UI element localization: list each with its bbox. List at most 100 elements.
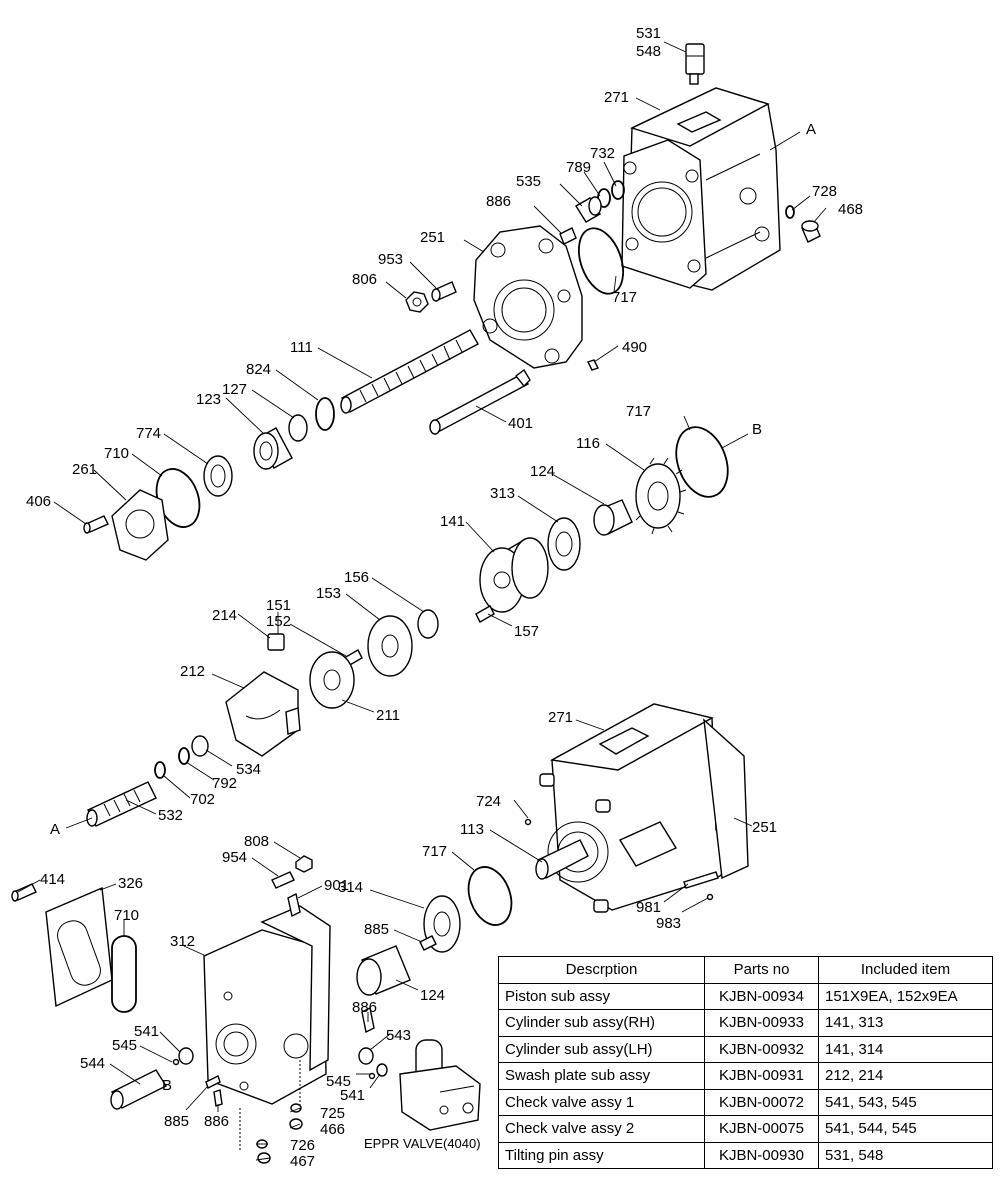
label-983: 983 — [656, 915, 681, 932]
table-header-row: Descrption Parts no Included item — [498, 956, 993, 984]
cell-description: Check valve assy 1 — [498, 1088, 705, 1116]
bearing-123 — [253, 427, 293, 470]
label-251: 251 — [420, 229, 445, 246]
table-row: Piston sub assy KJBN-00934 151X9EA, 152x… — [498, 982, 993, 1010]
parts-table: Descrption Parts no Included item Piston… — [498, 956, 993, 1169]
label-212: 212 — [180, 663, 205, 680]
label-211: 211 — [376, 707, 400, 724]
housing-271-lower — [539, 703, 749, 913]
label-954: 954 — [222, 849, 247, 866]
spring-156 — [417, 609, 439, 639]
column-header-included-item: Included item — [818, 956, 993, 984]
cell-description: Piston sub assy — [498, 982, 705, 1010]
label-543: 543 — [386, 1027, 411, 1044]
retainer-plate-153 — [367, 615, 413, 677]
column-header-parts-no: Parts no — [704, 956, 819, 984]
label-717: 717 — [626, 403, 651, 420]
label-732: 732 — [590, 145, 615, 162]
column-header-description: Descrption — [498, 956, 705, 984]
label-157: 157 — [514, 623, 539, 640]
nut-808 — [295, 855, 313, 873]
oring-710-lower — [111, 935, 137, 1013]
screw-414 — [11, 883, 37, 902]
label-886: 886 — [352, 999, 377, 1016]
plug-541 — [178, 1047, 194, 1065]
oring-732 — [611, 180, 625, 200]
label-548: 548 — [636, 43, 661, 60]
oring-717-lower — [467, 866, 513, 926]
label-710: 710 — [104, 445, 129, 462]
label-490: 490 — [622, 339, 647, 356]
label-953: 953 — [378, 251, 403, 268]
label-B: B — [162, 1077, 172, 1094]
label-535: 535 — [516, 173, 541, 190]
label-eppr-valve: EPPR VALVE(4040) — [364, 1136, 481, 1151]
label-127: 127 — [222, 381, 247, 398]
label-152: 152 — [266, 613, 291, 630]
pin-157 — [475, 605, 495, 623]
label-123: 123 — [196, 391, 221, 408]
label-774: 774 — [136, 425, 161, 442]
part-number-labels: 531 548 271 A 732 789 535 728 468 886 25… — [26, 25, 863, 1170]
label-545: 545 — [326, 1073, 351, 1090]
cell-description: Tilting pin assy — [498, 1141, 705, 1169]
label-116: 116 — [576, 435, 600, 452]
cell-included-item: 531, 548 — [818, 1141, 993, 1169]
valve-plate-313 — [547, 517, 581, 571]
seal-774 — [203, 455, 233, 497]
cell-description: Swash plate sub assy — [498, 1062, 705, 1090]
label-710: 710 — [114, 907, 139, 924]
label-725: 725 — [320, 1105, 345, 1122]
label-214: 214 — [212, 607, 237, 624]
label-271: 271 — [548, 709, 573, 726]
label-808: 808 — [244, 833, 269, 850]
cell-included-item: 541, 543, 545 — [818, 1088, 993, 1116]
plug-541-right — [376, 1063, 388, 1077]
plug-901 — [287, 892, 301, 918]
housing-271-upper — [621, 87, 781, 291]
eppr-valve — [399, 1039, 481, 1131]
valve-block-251 — [473, 225, 583, 369]
label-541: 541 — [134, 1023, 159, 1040]
cell-included-item: 141, 313 — [818, 1009, 993, 1037]
label-886: 886 — [204, 1113, 229, 1130]
rivet-983 — [706, 893, 714, 901]
cell-parts-no: KJBN-00930 — [704, 1141, 819, 1169]
spring-seat-534 — [191, 735, 209, 757]
label-A: A — [50, 821, 60, 838]
screw-954 — [271, 871, 295, 889]
label-717: 717 — [422, 843, 447, 860]
label-153: 153 — [316, 585, 341, 602]
label-885: 885 — [364, 921, 389, 938]
screw-406 — [83, 515, 109, 534]
oring-717-upper — [577, 227, 625, 295]
label-468: 468 — [838, 201, 863, 218]
leader-lines — [17, 41, 827, 1161]
pin-886-bottom — [213, 1089, 223, 1107]
shaft-111 — [340, 329, 479, 414]
label-124: 124 — [530, 463, 555, 480]
label-541: 541 — [340, 1087, 365, 1104]
spacer-127 — [288, 414, 308, 442]
cell-included-item: 141, 314 — [818, 1035, 993, 1063]
plug-490 — [587, 359, 599, 371]
tilting-pin-532 — [86, 781, 157, 827]
cell-description: Check valve assy 2 — [498, 1115, 705, 1143]
label-467: 467 — [290, 1153, 315, 1170]
cell-parts-no: KJBN-00932 — [704, 1035, 819, 1063]
label-314: 314 — [338, 879, 363, 896]
shoe-plate-211 — [309, 651, 355, 709]
pin-724 — [524, 818, 532, 826]
cell-description: Cylinder sub assy(LH) — [498, 1035, 705, 1063]
pin-885 — [419, 935, 437, 951]
oring-702 — [154, 761, 166, 779]
label-702: 702 — [190, 791, 215, 808]
label-981: 981 — [636, 899, 661, 916]
snap-ring-824 — [315, 397, 335, 431]
label-544: 544 — [80, 1055, 105, 1072]
label-789: 789 — [566, 159, 591, 176]
table-row: Check valve assy 1 KJBN-00072 541, 543, … — [498, 1088, 993, 1116]
cell-included-item: 541, 544, 545 — [818, 1115, 993, 1143]
label-406: 406 — [26, 493, 51, 510]
label-724: 724 — [476, 793, 501, 810]
